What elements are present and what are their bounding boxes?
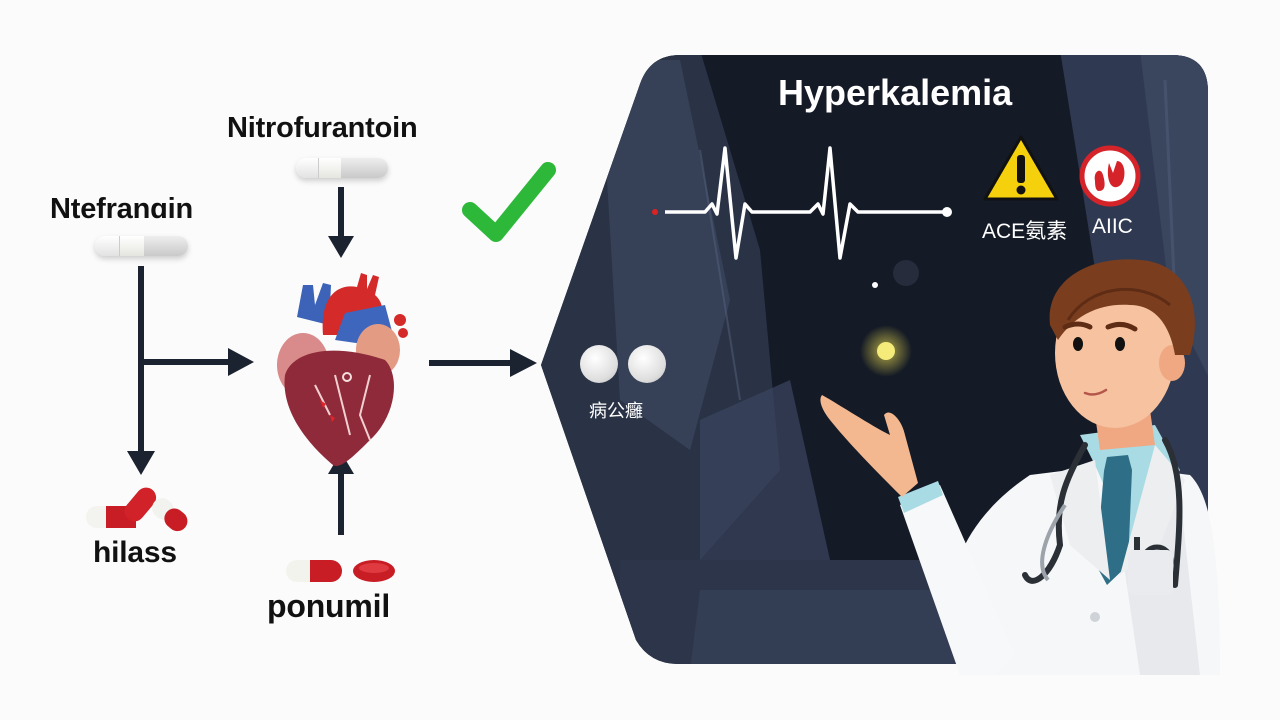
green-checkmark-icon <box>462 162 556 242</box>
ecg-waveform-icon <box>652 146 952 260</box>
warning-triangle-icon <box>983 135 1059 201</box>
badge-label-aiic: AIIC <box>1092 215 1133 238</box>
badge-label-ace: ACE氨素 <box>982 220 1068 243</box>
white-tablet-icon <box>580 345 618 383</box>
kidney-circle-icon <box>1079 145 1141 207</box>
flow-arrows <box>127 187 537 535</box>
tablets-label: 病公癰 <box>589 401 643 421</box>
drug-label-bottom: ponumil <box>267 588 391 624</box>
drug-label-left: Ntefranɑin <box>50 193 194 225</box>
doctor-with-stethoscope-icon <box>820 259 1220 675</box>
drug-label-bottom-left: hilass <box>93 536 177 569</box>
red-white-capsules-icon <box>86 487 188 532</box>
white-tablet-icon <box>628 345 666 383</box>
anatomical-heart-icon <box>277 273 408 466</box>
white-capsule-icon <box>296 158 388 178</box>
panel-title: Hyperkalemia <box>778 72 1013 113</box>
white-capsule-icon <box>95 236 188 256</box>
red-white-capsule-and-tablet-icon <box>286 560 395 582</box>
drug-label-top: Nitrofurantoin <box>227 112 418 144</box>
